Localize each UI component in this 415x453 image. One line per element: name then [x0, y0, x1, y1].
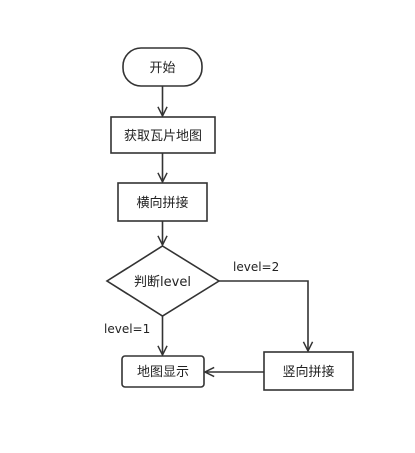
horizontal-stitch-label: 横向拼接	[136, 195, 188, 211]
show-map-node: 地图显示	[121, 355, 205, 388]
show-map-label: 地图显示	[137, 365, 189, 380]
vertical-stitch-node: 竖向拼接	[263, 351, 354, 391]
start-label: 开始	[149, 61, 175, 76]
start-node: 开始	[122, 47, 203, 87]
edge-label-level1: level=1	[104, 322, 150, 336]
decision-label: 判断level	[134, 275, 191, 290]
get-tile-map-label: 获取瓦片地图	[124, 129, 202, 144]
get-tile-map-node: 获取瓦片地图	[110, 116, 216, 154]
horizontal-stitch-node: 横向拼接	[117, 182, 208, 222]
vertical-stitch-label: 竖向拼接	[282, 364, 334, 380]
decision-node: 判断level	[105, 245, 221, 317]
edge-label-level2: level=2	[233, 260, 279, 274]
edge-decision-to-vertical-stitch	[219, 280, 308, 351]
